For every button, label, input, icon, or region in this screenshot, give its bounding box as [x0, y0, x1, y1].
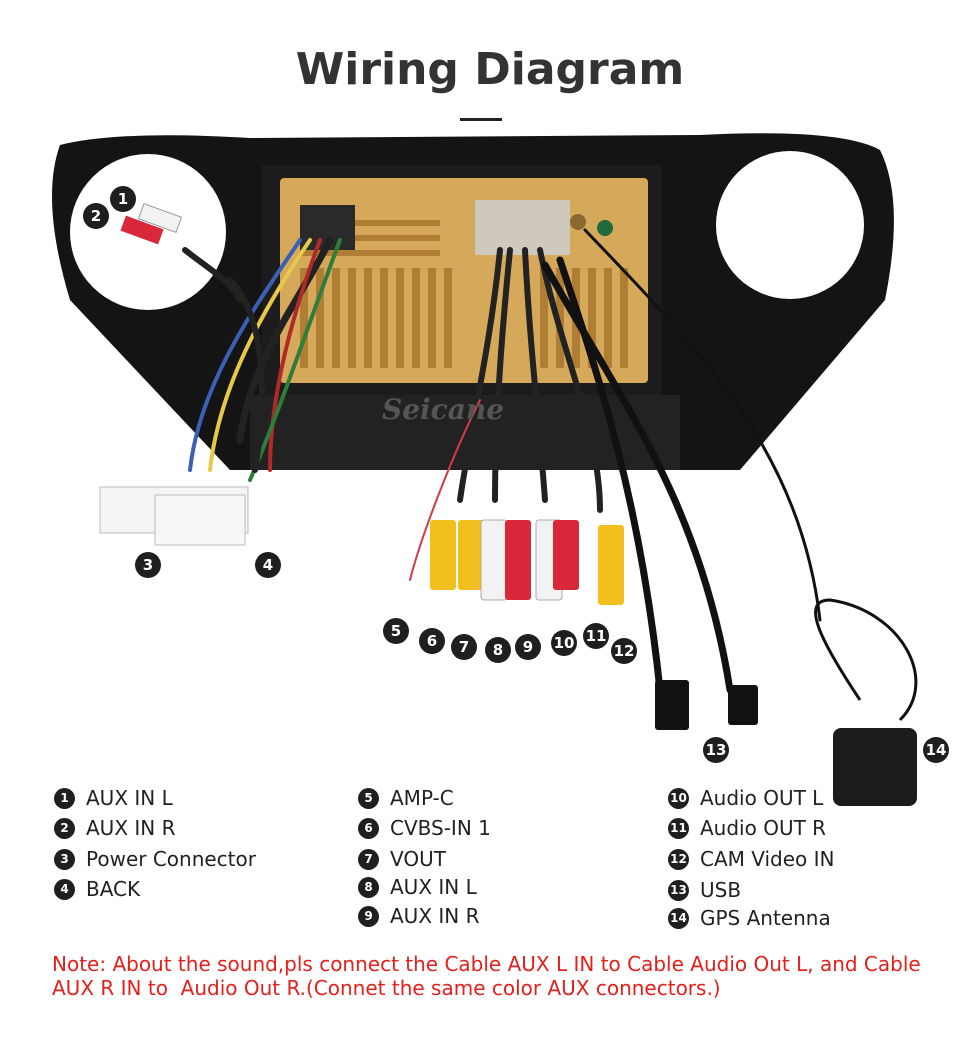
legend-item-back: 4 BACK	[54, 876, 140, 902]
legend-number: 13	[668, 879, 689, 901]
legend-item-aux-in-l: 1 AUX IN L	[54, 785, 173, 811]
legend-label: AMP-C	[390, 786, 454, 810]
callout-13: 13	[703, 737, 729, 763]
title-divider	[460, 118, 502, 121]
legend-number: 5	[358, 787, 379, 809]
legend-number: 10	[668, 787, 689, 809]
callout-6: 6	[419, 628, 445, 654]
legend-item-audio-out-r: 11 Audio OUT R	[668, 815, 826, 841]
legend-item-cvbs-in: 6 CVBS-IN 1	[358, 815, 491, 841]
page-title: Wiring Diagram	[295, 44, 685, 95]
aux-in-rca-plugs	[120, 203, 183, 245]
legend-number: 6	[358, 817, 379, 839]
legend-number: 9	[358, 905, 379, 927]
legend-number: 7	[358, 848, 379, 870]
legend-number: 1	[54, 787, 75, 809]
sound-connection-note: Note: About the sound,pls connect the Ca…	[52, 952, 932, 1000]
callout-14: 14	[923, 737, 949, 763]
legend-label: AUX IN L	[390, 875, 477, 899]
callout-11: 11	[583, 623, 609, 649]
legend-number: 2	[54, 817, 75, 839]
legend-number: 4	[54, 878, 75, 900]
legend-label: Audio OUT R	[700, 816, 827, 840]
note-line-1: Note: About the sound,pls connect the Ca…	[52, 952, 921, 976]
legend-label: CVBS-IN 1	[390, 816, 491, 840]
cable-harness	[182, 228, 822, 694]
legend-item-gps-antenna: 14 GPS Antenna	[668, 905, 831, 931]
head-unit-back	[280, 178, 648, 383]
callout-8: 8	[485, 637, 511, 663]
legend-number: 8	[358, 876, 379, 898]
legend-item-aux-in-r: 2 AUX IN R	[54, 815, 176, 841]
usb-connectors	[655, 680, 758, 730]
legend-item-usb: 13 USB	[668, 877, 741, 903]
callout-9: 9	[515, 634, 541, 660]
callout-10: 10	[551, 630, 577, 656]
legend-label: USB	[700, 878, 742, 902]
legend-item-audio-out-l: 10 Audio OUT L	[668, 785, 823, 811]
callout-1: 1	[110, 186, 136, 212]
legend-label: AUX IN R	[390, 904, 480, 928]
legend-number: 3	[54, 848, 75, 870]
power-connector-plug	[99, 486, 249, 546]
callout-5: 5	[383, 618, 409, 644]
legend-item-vout: 7 VOUT	[358, 846, 446, 872]
legend-label: BACK	[86, 877, 141, 901]
rca-plug-row	[430, 519, 624, 605]
note-line-2: AUX R IN to Audio Out R.(Connet the same…	[52, 976, 721, 1000]
legend-label: VOUT	[390, 847, 446, 871]
legend-number: 12	[668, 848, 689, 870]
legend-label: CAM Video IN	[700, 847, 835, 871]
gps-antenna	[814, 598, 918, 806]
legend-number: 11	[668, 817, 689, 839]
legend-label: AUX IN R	[86, 816, 176, 840]
watermark-text: Seicane	[382, 393, 505, 426]
legend-label: GPS Antenna	[700, 906, 831, 930]
callout-4: 4	[255, 552, 281, 578]
legend-item-cam-video-in: 12 CAM Video IN	[668, 846, 835, 872]
callout-3: 3	[135, 552, 161, 578]
callout-7: 7	[451, 634, 477, 660]
legend-label: Power Connector	[86, 847, 256, 871]
legend-item-aux-in-l-2: 8 AUX IN L	[358, 874, 477, 900]
legend-item-aux-in-r-2: 9 AUX IN R	[358, 903, 480, 929]
callout-2: 2	[83, 203, 109, 229]
legend-item-power-connector: 3 Power Connector	[54, 846, 256, 872]
callout-12: 12	[611, 638, 637, 664]
legend-item-amp-c: 5 AMP-C	[358, 785, 454, 811]
legend-number: 14	[668, 907, 689, 929]
legend-label: Audio OUT L	[700, 786, 824, 810]
legend-label: AUX IN L	[86, 786, 173, 810]
